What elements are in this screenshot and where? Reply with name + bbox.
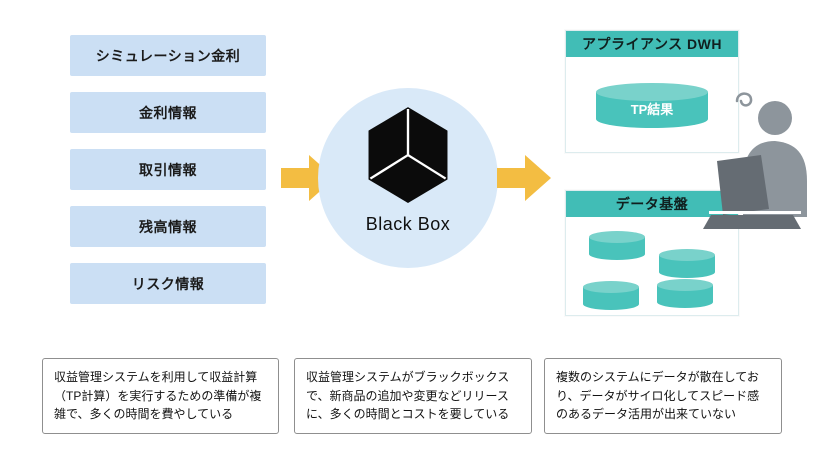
blackbox-label: Black Box (365, 214, 451, 234)
arrow-right-icon (497, 155, 551, 201)
input-label: シミュレーション金利 (95, 47, 241, 64)
cube-icon (368, 107, 448, 203)
input-box-simulation-rate: シミュレーション金利 (70, 35, 266, 76)
note-text: 複数のシステムにデータが散在しており、データがサイロ化してスピード感のあるデータ… (556, 370, 760, 422)
note-box-blackbox-cost: 収益管理システムがブラックボックスで、新商品の追加や変更などリリースに、多くの時… (294, 358, 532, 434)
note-text: 収益管理システムを利用して収益計算（TP計算）を実行するための準備が複雑で、多く… (54, 370, 262, 422)
panel-data-platform-body (566, 217, 738, 315)
note-box-preparation-complexity: 収益管理システムを利用して収益計算（TP計算）を実行するための準備が複雑で、多く… (42, 358, 279, 434)
database-cylinder-icon (657, 279, 713, 308)
confusion-squiggle-icon (735, 92, 753, 107)
input-box-transaction-info: 取引情報 (70, 149, 266, 190)
input-label: 取引情報 (139, 161, 197, 178)
database-cylinder-icon (589, 231, 645, 260)
input-label: 残高情報 (139, 218, 197, 235)
frustrated-user-with-laptop-icon (703, 92, 807, 229)
panel-appliance-dwh-body: TP結果 (566, 57, 738, 152)
blackbox-circle: Black Box (318, 88, 498, 268)
panel-appliance-dwh-header: アプライアンス DWH (566, 31, 738, 57)
input-box-rate-info: 金利情報 (70, 92, 266, 133)
input-box-stack: シミュレーション金利 金利情報 取引情報 残高情報 リスク情報 (70, 35, 266, 304)
note-box-data-silo: 複数のシステムにデータが散在しており、データがサイロ化してスピード感のあるデータ… (544, 358, 782, 434)
input-label: リスク情報 (131, 275, 205, 292)
input-box-balance-info: 残高情報 (70, 206, 266, 247)
database-cylinder-icon: TP結果 (594, 83, 710, 129)
tp-result-label: TP結果 (630, 102, 674, 117)
database-cylinder-icon (583, 281, 639, 310)
note-text: 収益管理システムがブラックボックスで、新商品の追加や変更などリリースに、多くの時… (306, 370, 510, 422)
panel-appliance-dwh: アプライアンス DWH TP結果 (565, 30, 739, 153)
panel-title: データ基盤 (615, 196, 689, 212)
panel-title: アプライアンス DWH (582, 36, 722, 52)
database-cylinder-icon (659, 249, 715, 278)
input-box-risk-info: リスク情報 (70, 263, 266, 304)
input-label: 金利情報 (139, 104, 197, 121)
